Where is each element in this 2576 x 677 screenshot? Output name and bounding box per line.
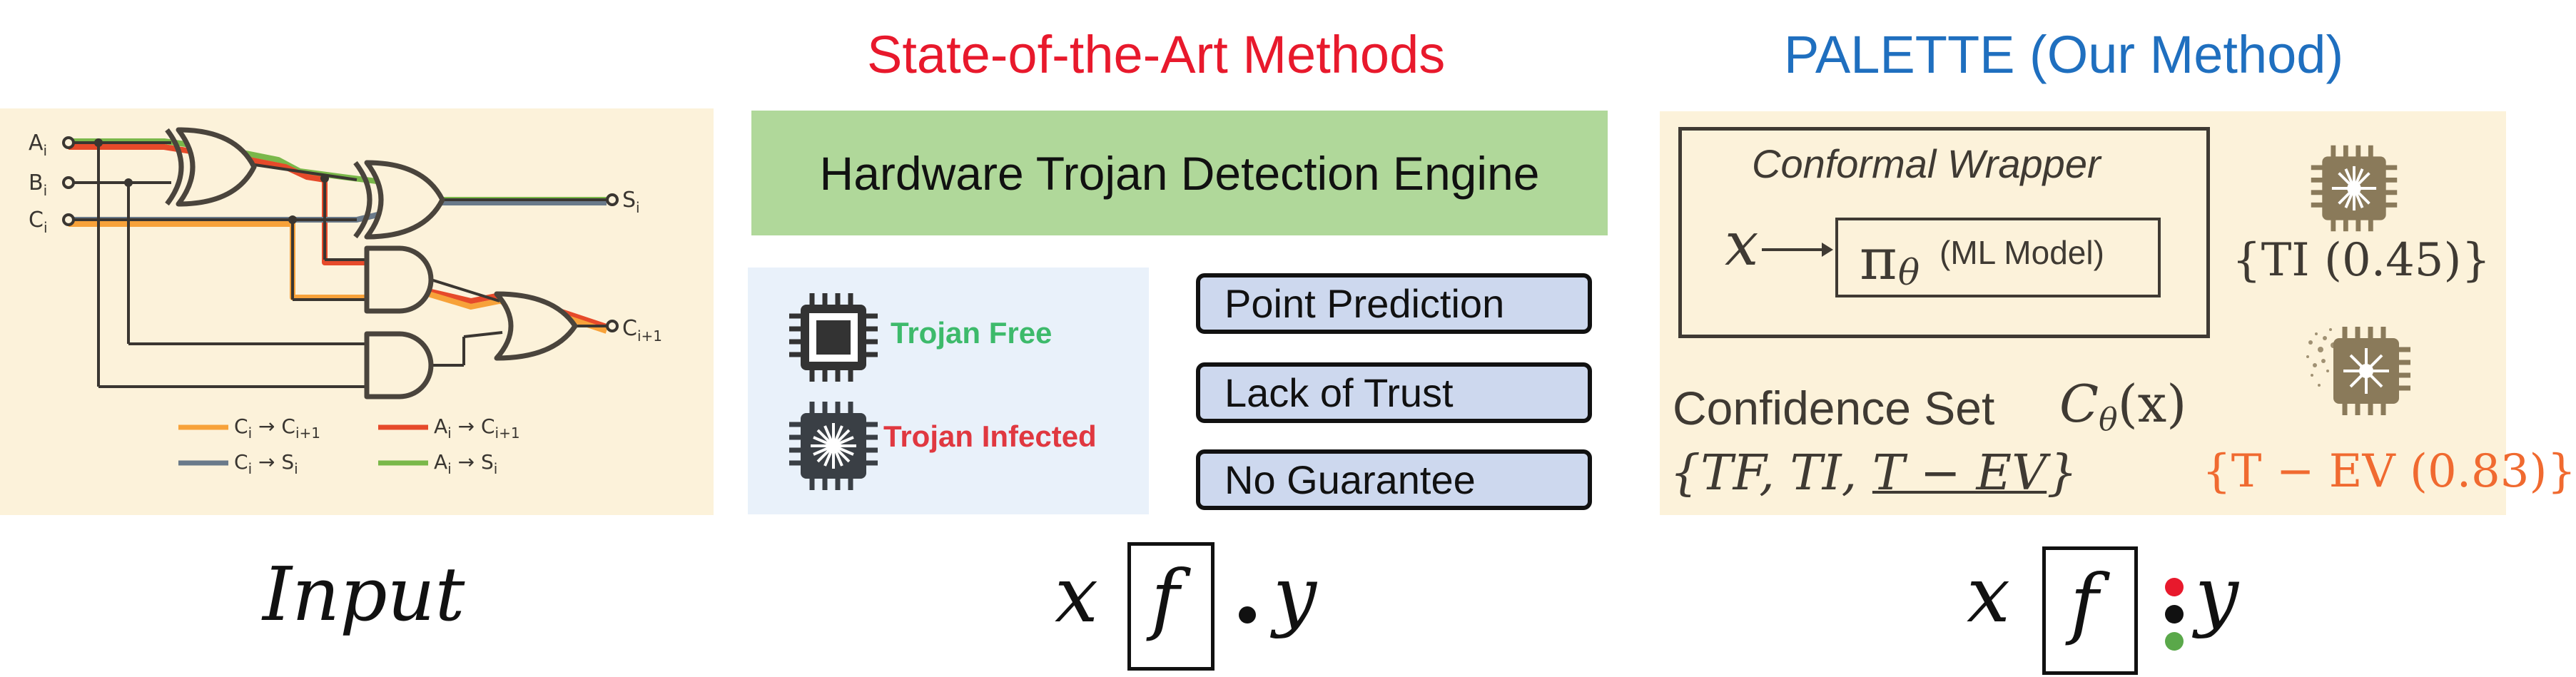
sota-point-dot [1239,606,1256,623]
theta-subscript: θ [1898,252,1920,293]
c-symbol: C [2059,374,2099,434]
trojan-infected-chip-icon-palette [2311,145,2398,232]
no-guarantee-pill: No Guarantee [1196,449,1592,510]
input-a-label: Ai [29,131,47,159]
output-s-label: Si [622,188,640,216]
palette-formula-x: x [1967,551,2010,640]
output-cout-label: Ci+1 [622,316,662,345]
path-a-to-s [69,138,607,203]
point-prediction-pill: Point Prediction [1196,273,1592,334]
ti-probability-label: {TI (0.45)} [2232,234,2491,287]
sota-heading: State-of-the-Art Methods [867,25,1446,84]
palette-formula-y: y [2195,551,2239,640]
trojan-free-label: Trojan Free [891,316,1053,350]
palette-dot-black [2165,605,2184,623]
ml-model-box: π θ (ML Model) [1835,218,2161,297]
set-close: } [2047,445,2078,502]
sota-formula-x: x [1055,551,1098,640]
trojan-infected-label: Trojan Infected [883,419,1097,453]
trojan-classes-panel: Trojan Free Trojan Infected [748,268,1149,514]
palette-function-box: f [2042,546,2138,675]
palette-panel: Conformal Wrapper x π θ (ML Model) {TI (… [1660,111,2576,515]
confidence-set-label: Confidence Set [1673,382,1995,434]
path-c-to-s [69,200,607,223]
legend-label: Ai → Ci+1 [434,414,520,442]
c-argument: (x) [2117,374,2187,434]
sota-function-f: f [1151,554,1180,643]
lack-of-trust-pill: Lack of Trust [1196,362,1592,423]
detection-engine-label: Hardware Trojan Detection Engine [819,146,1540,200]
input-caption: Input [263,551,465,638]
trojan-infected-chip-icon [789,402,878,490]
sota-formula-y: y [1273,551,1317,640]
path-legend: Ci → Ci+1 Ai → Ci+1 Ci → Si Ai → Si [178,414,520,477]
legend-label: Ai → Si [434,450,497,477]
palette-function-f: f [2070,559,2099,648]
xor-gate-2 [364,160,445,240]
wrapper-input-x: x [1725,209,1759,279]
conformal-wrapper-box: Conformal Wrapper x π θ (ML Model) [1678,127,2210,338]
xor-gate-1 [176,127,257,207]
legend-label: Ci → Si [234,450,298,477]
input-b-label: Bi [29,170,47,199]
input-c-label: Ci [29,208,48,236]
and-gate-1 [364,245,434,314]
confidence-set-symbol: Cθ(x) [2059,374,2186,438]
palette-dot-red [2165,578,2184,596]
confidence-set-members: {TF, TI, T − EV} [1670,445,2077,502]
evasive-trojan-chip-icon [2306,327,2410,415]
full-adder-circuit: Ai Bi Ci Si Ci+1 Ci → Ci+1Ai → Ci+1Ci → … [29,127,662,477]
tev-probability-label: {T − EV (0.83)} [2202,445,2576,498]
conformal-wrapper-title: Conformal Wrapper [1752,141,2101,186]
ml-model-label: (ML Model) [1939,234,2104,271]
c-theta-subscript: θ [2099,402,2118,438]
pi-symbol: π [1860,226,1897,292]
set-open: {TF, TI, [1670,445,1872,502]
trojan-free-chip-icon [789,293,878,382]
and-gate-2 [364,331,434,399]
legend-label: Ci → Ci+1 [234,414,320,442]
detection-engine-box: Hardware Trojan Detection Engine [751,111,1608,235]
palette-heading: PALETTE (Our Method) [1784,25,2344,84]
wrapper-arrow [1762,243,1833,257]
or-gate [494,291,578,361]
sota-function-box: f [1127,542,1215,671]
palette-dot-green [2165,632,2184,651]
set-underlined-tev: T − EV [1872,445,2047,502]
